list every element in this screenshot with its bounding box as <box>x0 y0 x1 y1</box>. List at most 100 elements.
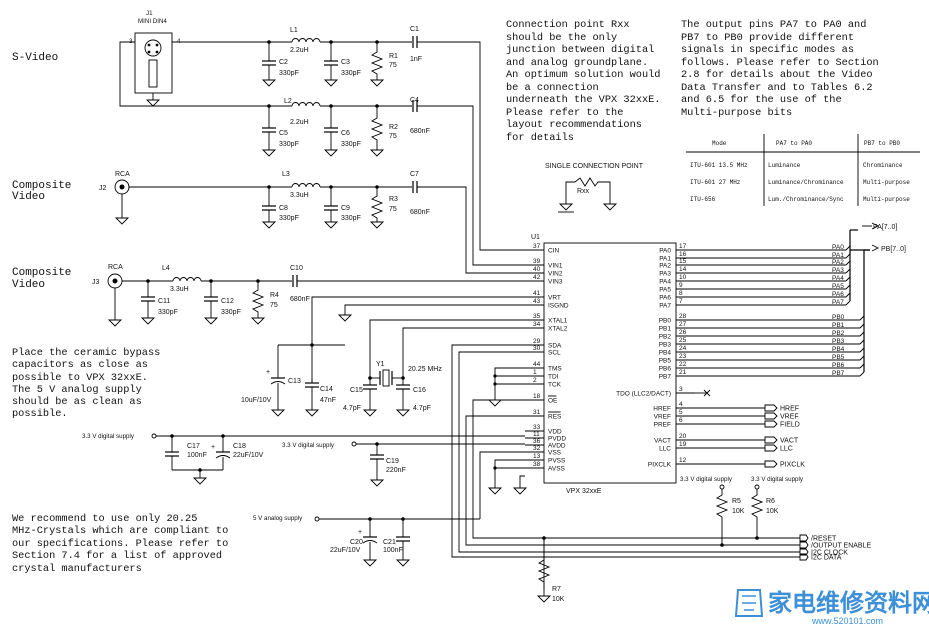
table-cell: Lum./Chrominance/Sync <box>768 196 844 203</box>
pb-net-5: PB5 <box>695 354 865 361</box>
l1-value: 2.2uH <box>290 47 309 54</box>
single-connection-title: SINGLE CONNECTION POINT <box>545 163 644 170</box>
pin-number: 31 <box>533 409 541 416</box>
analog-supply: 5 V analog supply + C20 22uF/10V C21 100… <box>253 451 525 567</box>
supply-label: 3.3 V digital supply <box>680 476 733 483</box>
svg-text:+: + <box>266 369 270 376</box>
pin-number: 11 <box>533 431 540 438</box>
note-line: for details <box>506 132 574 144</box>
pin-number: 44 <box>533 361 541 368</box>
pin-name: PA4 <box>659 279 671 286</box>
c11-value: 330pF <box>158 309 178 316</box>
note-line: underneath the VPX 32xxE. <box>506 94 660 106</box>
net-label: PB3 <box>832 338 845 345</box>
pin-name: CIN <box>548 248 560 255</box>
pin-number: 20 <box>679 433 687 440</box>
c21-value: 100nF <box>383 547 403 554</box>
note-line: Data Transfer and to Tables 6.2 <box>681 82 873 94</box>
c14-ref: C14 <box>320 386 333 393</box>
table-cell: Multi-purpose <box>863 196 910 203</box>
pin-number: 14 <box>679 266 687 273</box>
table-cell: Chrominance <box>863 162 903 169</box>
pin-name: TMS <box>548 366 562 373</box>
port-vact: VACT <box>695 436 799 445</box>
pin-name: TDI <box>548 374 559 381</box>
port-label: VACT <box>780 438 799 445</box>
port-field: FIELD <box>695 420 800 429</box>
l2-value: 2.2uH <box>290 119 309 126</box>
c21-ref: C21 <box>383 539 396 546</box>
port-href: HREF <box>695 404 799 413</box>
port-label: /OUTPUT ENABLE <box>811 543 871 550</box>
l4-value: 3.3uH <box>170 286 189 293</box>
c17-ref: C17 <box>187 443 200 450</box>
port-label: LLC <box>780 446 793 453</box>
j2-type: RCA <box>115 171 130 178</box>
composite2-label: Video <box>12 279 45 291</box>
r4-value: 75 <box>270 302 278 309</box>
supply-label: 3.3 V digital supply <box>282 442 335 449</box>
pin-number: 29 <box>533 338 541 345</box>
pin-name: VACT <box>654 438 671 445</box>
pin-number: 16 <box>679 251 687 258</box>
note-connection-point: Connection point Rxx should be the only … <box>506 19 660 144</box>
pin-name: PB1 <box>659 326 672 333</box>
c15-ref: C15 <box>350 387 363 394</box>
pin-number: 6 <box>679 417 683 424</box>
pin-number: 27 <box>679 321 687 328</box>
c6-value: 330pF <box>341 141 361 148</box>
r1-value: 75 <box>389 62 397 69</box>
port-label: HREF <box>780 406 799 413</box>
net-label: PA5 <box>832 283 844 290</box>
vrt-net: + C13 10uF/10V C14 47nF <box>241 296 525 417</box>
chip-ref: U1 <box>531 234 540 241</box>
pin-name: PA0 <box>659 248 671 255</box>
pin-name: XTAL2 <box>548 326 568 333</box>
pin-number: 23 <box>679 353 687 360</box>
y1-value: 20.25 MHz <box>408 366 442 373</box>
pin-name: LLC <box>659 446 671 453</box>
pin-number: 26 <box>679 329 687 336</box>
table-cell: ITU-601 13.5 MHz <box>690 162 748 169</box>
table-header: PA7 to PA0 <box>776 140 812 147</box>
pin-name: PVDD <box>548 436 566 443</box>
note-line: We recommend to use only 20.25 <box>12 513 197 525</box>
l4-ref: L4 <box>162 265 170 272</box>
digital-supply-1: 3.3 V digital supply + C17 100nF C18 22u… <box>82 433 525 485</box>
c17-value: 100nF <box>187 452 207 459</box>
svg-text:+: + <box>358 529 362 536</box>
r2-value: 75 <box>389 133 397 140</box>
pin-name: VIN3 <box>548 279 563 286</box>
watermark-url: www.520101.com <box>811 616 883 626</box>
pin-name: PREF <box>654 422 671 429</box>
pin-number: 22 <box>679 361 687 368</box>
note-line: Multi-purpose bits <box>681 107 792 119</box>
pin-name: PB2 <box>659 334 672 341</box>
pin-name: OE <box>548 398 558 405</box>
c16-value: 4.7pF <box>413 405 431 412</box>
pin-number: 21 <box>679 369 687 376</box>
pin-name: PA6 <box>659 295 671 302</box>
note-line: capacitors as close as <box>12 359 148 371</box>
c3-ref: C3 <box>341 59 350 66</box>
c20-ref: C20 <box>350 539 363 546</box>
net-label: PB0 <box>832 314 845 321</box>
note-line: Section 7.4 for a list of approved <box>12 550 222 562</box>
pin-name: AVSS <box>548 466 566 473</box>
note-line: possible. <box>12 408 68 420</box>
pb-net-6: PB6 <box>695 362 865 369</box>
pin-name: VIN1 <box>548 263 563 270</box>
note-line: possible to VPX 32xxE. <box>12 372 148 384</box>
